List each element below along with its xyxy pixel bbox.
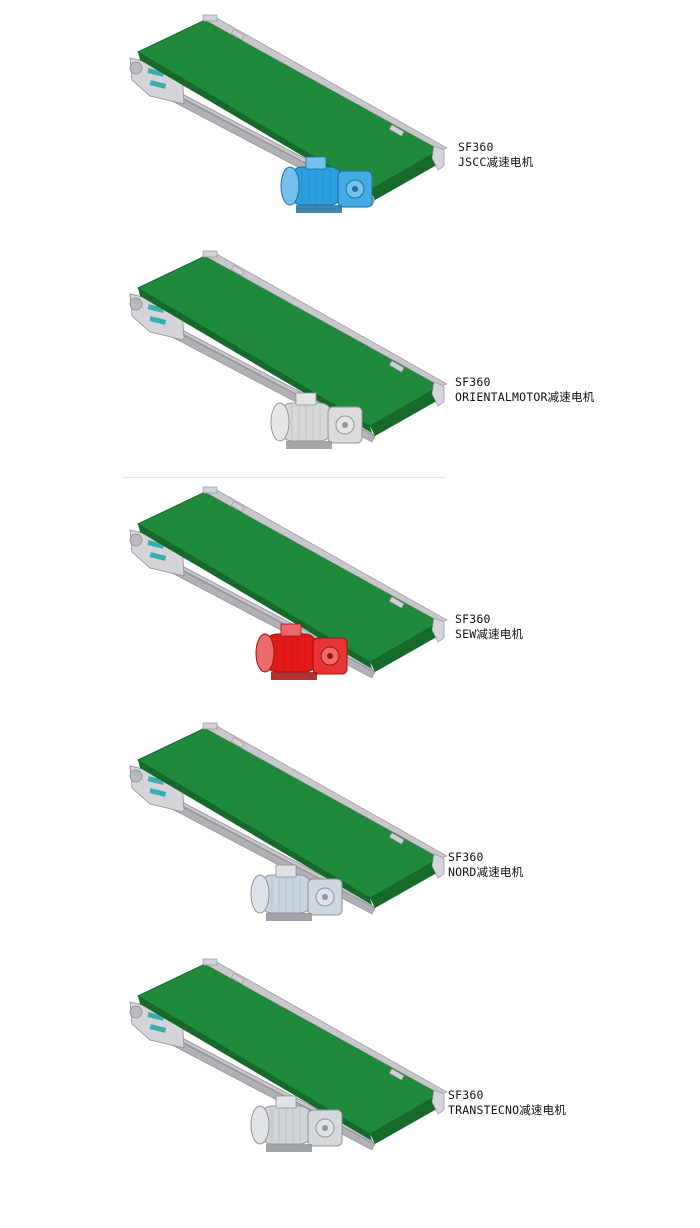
- terminal-box: [295, 392, 317, 406]
- tail-fitting: [147, 540, 165, 549]
- back-bracket: [389, 596, 405, 609]
- tail-roller-end: [129, 769, 143, 783]
- conveyor-panel-sew: SF360 SEW减速电机: [0, 472, 700, 712]
- motor-end-cap: [250, 874, 270, 914]
- gearmotor-icon: [280, 156, 373, 213]
- mounting-foot: [296, 205, 342, 213]
- tail-fitting: [147, 304, 165, 313]
- gearmotor-icon: [270, 392, 363, 449]
- tail-fitting: [149, 552, 167, 561]
- mounting-foot: [266, 1144, 312, 1152]
- back-bracket: [230, 500, 245, 513]
- tail-roller-end: [129, 61, 143, 75]
- head-side-plate: [431, 381, 445, 407]
- head-side-plate: [431, 853, 445, 879]
- head-side-plate: [431, 145, 445, 171]
- conveyor-caption: SF360 TRANSTECNO减速电机: [448, 1088, 566, 1118]
- belt-conveyor-illustration: [129, 722, 448, 921]
- head-side-plate: [431, 1089, 445, 1115]
- head-drum: [370, 150, 442, 200]
- conveyor-panel-nord: SF360 NORD减速电机: [0, 708, 700, 948]
- back-bracket: [202, 958, 218, 966]
- head-drum: [370, 622, 442, 672]
- terminal-box: [305, 156, 327, 170]
- model-label: SF360: [455, 612, 491, 626]
- back-bracket: [202, 14, 218, 22]
- belt-conveyor-illustration: [129, 958, 448, 1152]
- motor-label: ORIENTALMOTOR减速电机: [455, 390, 595, 404]
- tail-roller-end: [129, 1005, 143, 1019]
- belt-conveyor-illustration: [129, 486, 448, 680]
- tail-fitting: [149, 788, 167, 797]
- head-side-plate: [431, 617, 445, 643]
- back-bracket: [202, 486, 218, 494]
- motor-label: JSCC减速电机: [458, 155, 534, 169]
- tail-fitting: [149, 316, 167, 325]
- belt-edge: [138, 760, 372, 905]
- tail-fitting: [149, 1024, 167, 1033]
- gearmotor-icon: [250, 864, 343, 921]
- motor-label: SEW减速电机: [455, 627, 524, 641]
- back-bracket: [389, 1068, 405, 1081]
- conveyor-body: [129, 486, 448, 679]
- tail-roller-end: [129, 533, 143, 547]
- head-drum: [370, 1094, 442, 1144]
- output-shaft: [352, 186, 358, 192]
- back-bracket: [389, 832, 405, 845]
- belt-edge: [138, 996, 372, 1141]
- model-label: SF360: [458, 140, 494, 154]
- back-bracket: [202, 250, 218, 258]
- conveyor-body: [129, 958, 448, 1151]
- tail-fitting: [149, 80, 167, 89]
- gearmotor-icon: [255, 623, 348, 680]
- head-drum: [370, 858, 442, 908]
- terminal-box: [275, 1095, 297, 1109]
- tail-fitting: [147, 68, 165, 77]
- belt-conveyor-illustration: [129, 14, 448, 213]
- output-shaft: [322, 1125, 328, 1131]
- conveyor-panel-jscc: SF360 JSCC减速电机: [0, 0, 700, 240]
- motor-end-cap: [255, 633, 275, 673]
- model-label: SF360: [448, 850, 484, 864]
- conveyor-caption: SF360 ORIENTALMOTOR减速电机: [455, 375, 594, 405]
- mounting-foot: [286, 441, 332, 449]
- back-bracket: [230, 736, 245, 749]
- mounting-foot: [271, 672, 317, 680]
- head-drum: [370, 386, 442, 436]
- gearmotor-icon: [250, 1095, 343, 1152]
- model-label: SF360: [455, 375, 491, 389]
- motor-label: TRANSTECNO减速电机: [448, 1103, 567, 1117]
- output-shaft: [327, 653, 333, 659]
- output-shaft: [322, 894, 328, 900]
- back-bracket: [389, 124, 405, 137]
- back-bracket: [230, 264, 245, 277]
- tail-fitting: [147, 776, 165, 785]
- conveyor-caption: SF360 NORD减速电机: [448, 850, 523, 880]
- motor-end-cap: [250, 1105, 270, 1145]
- motor-label: NORD减速电机: [448, 865, 524, 879]
- conveyor-body: [129, 14, 448, 207]
- conveyor-body: [129, 722, 448, 915]
- back-bracket: [389, 360, 405, 373]
- tail-roller-end: [129, 297, 143, 311]
- terminal-box: [275, 864, 297, 878]
- motor-end-cap: [280, 166, 300, 206]
- tail-fitting: [147, 1012, 165, 1021]
- conveyor-caption: SF360 JSCC减速电机: [458, 140, 533, 170]
- back-bracket: [230, 972, 245, 985]
- back-bracket: [202, 722, 218, 730]
- conveyor-panel-transtecno: SF360 TRANSTECNO减速电机: [0, 944, 700, 1184]
- output-shaft: [342, 422, 348, 428]
- model-label: SF360: [448, 1088, 484, 1102]
- motor-end-cap: [270, 402, 290, 442]
- conveyor-panel-orientalmotor: SF360 ORIENTALMOTOR减速电机: [0, 236, 700, 476]
- back-bracket: [230, 28, 245, 41]
- conveyor-caption: SF360 SEW减速电机: [455, 612, 523, 642]
- belt-conveyor-illustration: [129, 250, 448, 449]
- divider: [122, 477, 446, 478]
- mounting-foot: [266, 913, 312, 921]
- belt-edge: [138, 524, 372, 669]
- terminal-box: [280, 623, 302, 637]
